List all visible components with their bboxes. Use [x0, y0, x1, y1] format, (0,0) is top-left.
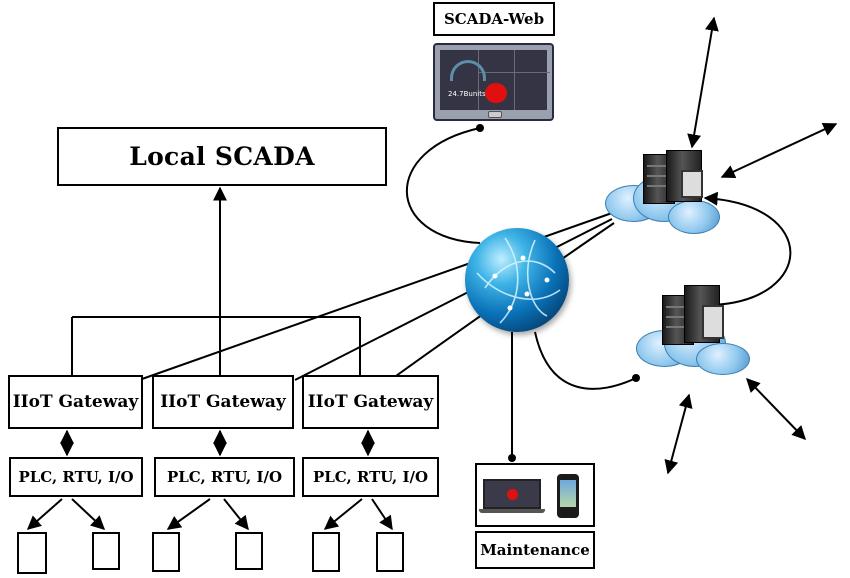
local-scada-label: Local SCADA	[129, 142, 315, 171]
maintenance-title: Maintenance	[475, 531, 595, 569]
cloud-interlink	[703, 191, 792, 306]
upper-cloud-arrow-up	[687, 16, 719, 149]
scada-web-title: SCADA-Web	[433, 2, 555, 36]
lower-cloud-arrow-down	[664, 393, 693, 475]
plc-label: PLC, RTU, I/O	[166, 468, 283, 486]
alarm-indicator-icon	[507, 489, 518, 500]
iiot-gateway-2: IIoT Gateway	[152, 375, 294, 429]
scada-web-link	[406, 127, 481, 244]
lower-cloud-arrow-right	[746, 377, 806, 441]
lower-cloud-junction-dot	[632, 374, 640, 382]
iiot-gateway-3: IIoT Gateway	[302, 375, 439, 429]
upper-cloud-server-icon	[603, 150, 723, 235]
scada-web-junction-dot	[476, 124, 484, 132]
field-device	[312, 532, 340, 572]
field-device	[17, 532, 47, 574]
maintenance-label: Maintenance	[480, 541, 590, 559]
gauge-icon	[450, 60, 486, 81]
field-device	[376, 532, 404, 572]
gateway-label: IIoT Gateway	[160, 392, 286, 412]
tablet-screen: 24.7Bunits	[440, 50, 550, 110]
plc-device-arrow-2a	[166, 498, 211, 530]
gauge-readout: 24.7Bunits	[448, 90, 486, 98]
local-scada-box: Local SCADA	[57, 127, 387, 186]
laptop-base	[479, 509, 545, 513]
plc-rtu-io-2: PLC, RTU, I/O	[154, 457, 295, 497]
plc-label: PLC, RTU, I/O	[312, 468, 429, 486]
plc-label: PLC, RTU, I/O	[18, 468, 134, 486]
field-device	[235, 532, 263, 570]
plc-rtu-io-3: PLC, RTU, I/O	[302, 457, 439, 497]
lower-cloud-server-icon	[634, 285, 754, 375]
plc-device-arrow-3b	[371, 498, 393, 531]
smartphone-icon	[557, 474, 579, 518]
laptop-icon	[483, 479, 541, 509]
scada-web-label: SCADA-Web	[443, 10, 545, 28]
plc-device-arrow-1b	[71, 498, 106, 530]
maintenance-junction-dot	[508, 454, 516, 462]
gateway-label: IIoT Gateway	[307, 392, 434, 412]
upper-cloud-arrow-right	[720, 122, 838, 179]
plc-device-arrow-1a	[26, 498, 63, 530]
lower-cloud-link	[534, 331, 637, 390]
alarm-indicator-icon	[485, 83, 507, 103]
tablet-home-button	[487, 111, 502, 118]
plc-device-arrow-2b	[223, 498, 249, 531]
gateway-2-cloud-link	[294, 218, 613, 381]
field-device	[152, 532, 180, 572]
internet-globe-icon	[465, 228, 569, 332]
gateway-label: IIoT Gateway	[12, 392, 139, 412]
scada-web-tablet-icon: 24.7Bunits	[433, 43, 554, 121]
iiot-gateway-1: IIoT Gateway	[8, 375, 143, 429]
maintenance-devices	[475, 463, 595, 527]
plc-rtu-io-1: PLC, RTU, I/O	[9, 457, 143, 497]
plc-device-arrow-3a	[323, 498, 363, 530]
field-device	[92, 532, 120, 570]
